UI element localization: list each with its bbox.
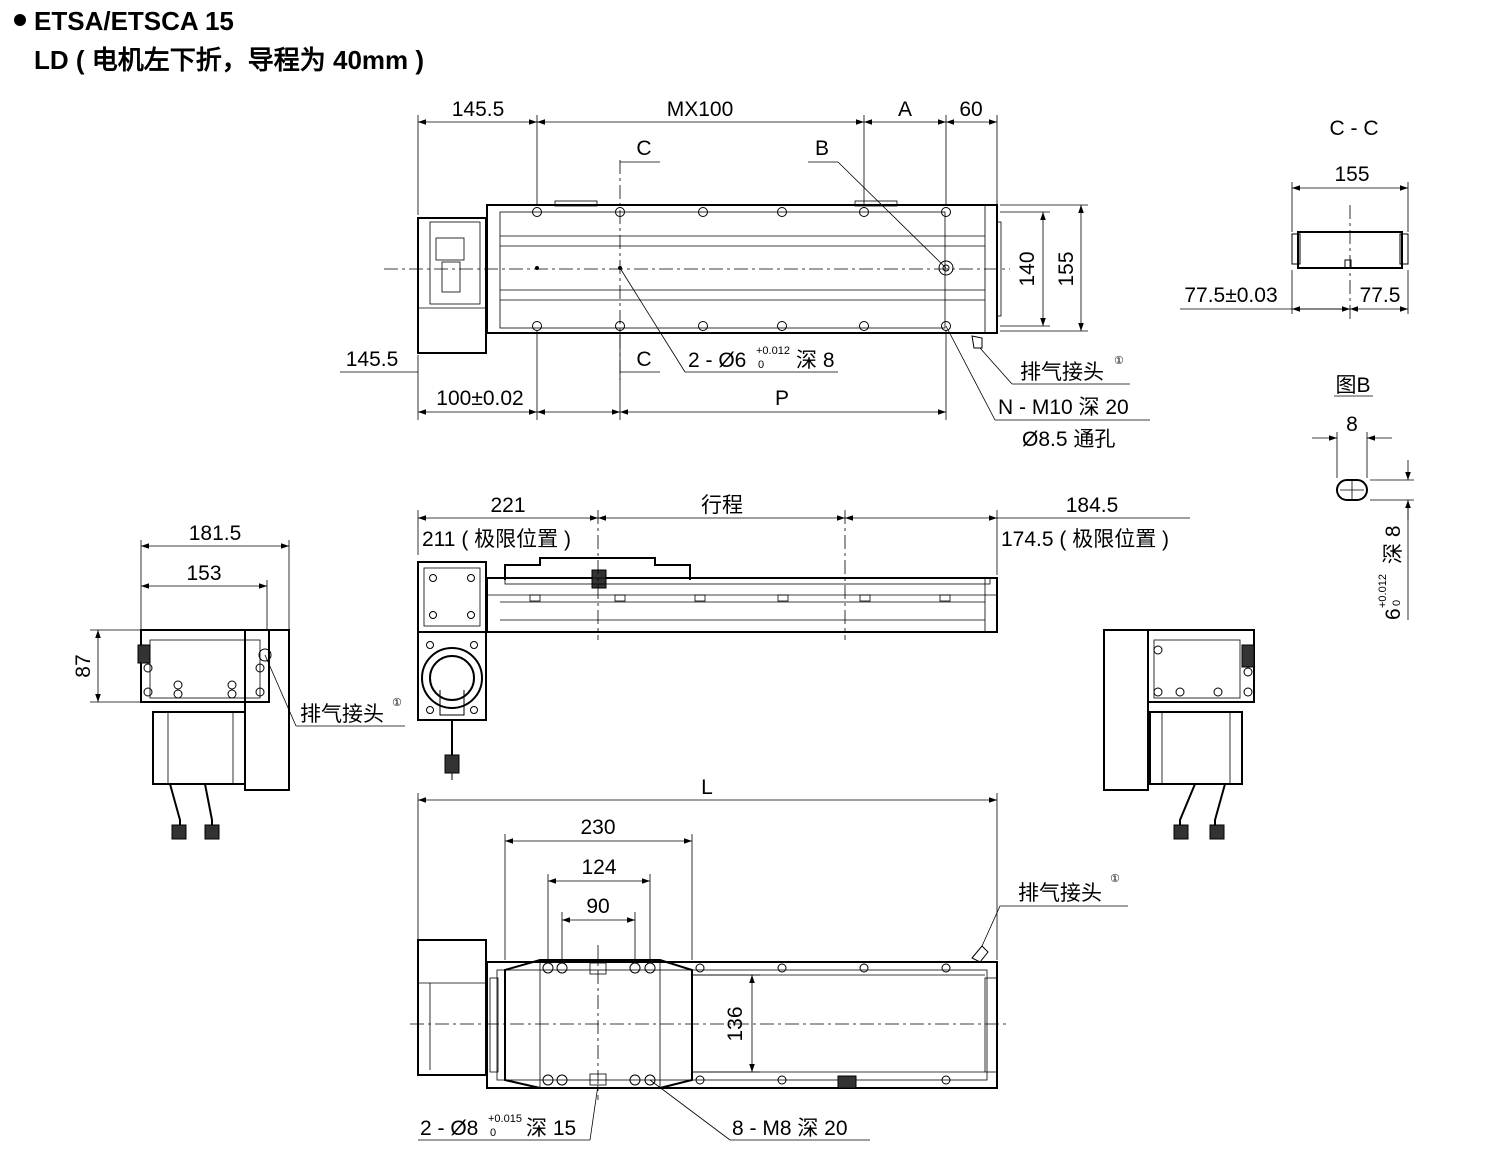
bottom-pin-tol-lower: 0 — [490, 1127, 496, 1139]
dim-124: 124 — [581, 856, 616, 879]
dim-90: 90 — [586, 895, 609, 918]
dim-100-pitch: 100±0.02 — [436, 387, 523, 410]
dim-stroke: 行程 — [701, 494, 743, 517]
dim-230: 230 — [580, 816, 615, 839]
dim-145-5-top: 145.5 — [452, 98, 505, 121]
detail-width: 8 — [1346, 413, 1358, 436]
section-right-dim: 77.5 — [1360, 284, 1401, 307]
depth-base: 6 — [1382, 608, 1405, 620]
variant-title: LD ( 电机左下折，导程为 40mm ) — [34, 45, 424, 75]
pin-tol-upper: +0.012 — [756, 345, 790, 357]
bottom-pin-hole: 2 - Ø8 — [420, 1117, 478, 1140]
dim-140: 140 — [1016, 251, 1039, 286]
depth-tol-lower: 0 — [1391, 600, 1403, 606]
bottom-view: L 230 124 90 — [410, 776, 1128, 1141]
bottom-pin-tol-upper: +0.015 — [488, 1113, 522, 1125]
dim-174-5-limit: 174.5 ( 极限位置 ) — [1001, 528, 1169, 551]
tap-callout: N - M10 深 20 — [998, 396, 1129, 419]
dim-153: 153 — [186, 562, 221, 585]
dim-l: L — [701, 776, 713, 799]
pin-depth: 深 8 — [796, 349, 835, 372]
dim-a: A — [898, 98, 912, 121]
drawing-header: ETSA/ETSCA 15 LD ( 电机左下折，导程为 40mm ) — [14, 6, 424, 75]
vent-label-top: 排气接头 — [1020, 361, 1104, 384]
dim-mx100: MX100 — [667, 98, 734, 121]
dim-155: 155 — [1055, 251, 1078, 286]
left-end-view: 181.5 153 87 排气接头 ① — [72, 522, 405, 840]
side-view: 221 行程 184.5 211 ( 极限位置 ) 174.5 ( 极限位置 ) — [417, 494, 1190, 780]
detail-mark-b: B — [815, 137, 829, 160]
hatched-section — [1297, 231, 1403, 269]
detail-b: 图B 8 6 +0.012 0 深 8 — [1312, 374, 1414, 620]
section-mark-c-top: C — [636, 137, 651, 160]
pin-hole-callout: 2 - Ø6 — [688, 349, 746, 372]
mounting-holes — [532, 207, 954, 331]
dim-221: 221 — [490, 494, 525, 517]
bottom-tap: 8 - M8 深 20 — [732, 1117, 848, 1140]
section-left-dim: 77.5±0.03 — [1184, 284, 1277, 307]
top-view: 145.5 MX100 A 60 C B 140 155 145.5 C 2 -… — [340, 98, 1150, 451]
dim-181-5: 181.5 — [189, 522, 242, 545]
dim-136: 136 — [724, 1006, 747, 1041]
carriage-plate — [504, 959, 693, 1089]
vent-mark-left: ① — [392, 697, 402, 709]
vent-mark-bottom: ① — [1110, 873, 1120, 885]
vent-label-bottom: 排气接头 — [1018, 882, 1102, 905]
dim-145-5-left: 145.5 — [346, 348, 399, 371]
right-end-view — [1103, 629, 1255, 840]
pin-tol-lower: 0 — [758, 359, 764, 371]
section-title: C - C — [1330, 117, 1379, 140]
section-width: 155 — [1334, 163, 1369, 186]
dim-p: P — [775, 387, 789, 410]
bullet-icon — [14, 14, 26, 26]
vent-mark-top: ① — [1114, 355, 1124, 367]
bottom-pin-depth: 深 15 — [526, 1117, 576, 1140]
section-mark-c-bottom: C — [636, 348, 651, 371]
depth-tol-upper: +0.012 — [1377, 574, 1389, 608]
model-title: ETSA/ETSCA 15 — [34, 6, 234, 36]
dim-87: 87 — [72, 654, 95, 677]
depth-suffix: 深 8 — [1382, 525, 1405, 564]
dim-60: 60 — [959, 98, 982, 121]
bottom-holes — [542, 962, 951, 1089]
thru-hole-callout: Ø8.5 通孔 — [1022, 428, 1115, 451]
vent-label-left: 排气接头 — [300, 703, 384, 726]
detail-title: 图B — [1335, 374, 1370, 397]
dim-211-limit: 211 ( 极限位置 ) — [422, 528, 571, 551]
dim-184-5: 184.5 — [1066, 494, 1119, 517]
section-c-c: C - C 155 77.5±0.03 77.5 — [1180, 117, 1409, 320]
